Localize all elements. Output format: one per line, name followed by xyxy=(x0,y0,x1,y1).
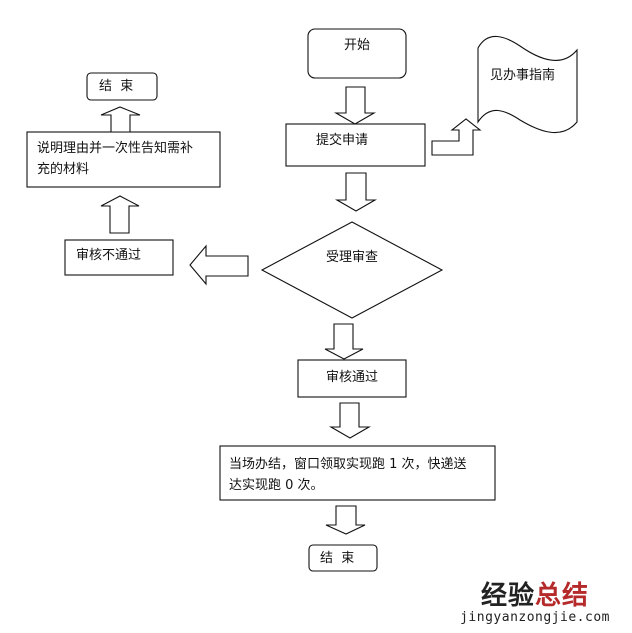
node-approved xyxy=(297,359,407,398)
arrow-review-to-rejected xyxy=(189,244,249,286)
watermark-url: jingyanzongjie.com xyxy=(460,610,610,625)
label-submit: 提交申请 xyxy=(316,133,369,148)
label-review: 受理审查 xyxy=(325,250,378,265)
arrow-submit-to-review xyxy=(334,172,378,212)
arrow-start-to-submit xyxy=(333,86,377,125)
node-end-bottom xyxy=(308,544,378,572)
node-end-left xyxy=(86,72,158,101)
node-review xyxy=(260,221,444,319)
node-done xyxy=(219,445,496,501)
arrow-submit-to-guide xyxy=(431,118,482,156)
arrow-approved-to-done xyxy=(328,402,372,439)
node-explain xyxy=(26,131,221,188)
label-explain: 说明理由并一次性告知需补 充的材料 xyxy=(37,141,194,177)
node-start xyxy=(307,28,407,79)
label-end-left: 结 束 xyxy=(99,79,134,94)
arrow-rejected-to-explain xyxy=(100,195,140,234)
watermark-part2: 总结 xyxy=(535,581,590,611)
watermark-title: 经验总结 xyxy=(460,581,610,611)
label-done: 当场办结，窗口领取实现跑 1 次，快递送 达实现跑 0 次。 xyxy=(229,457,467,493)
label-approved: 审核通过 xyxy=(325,370,378,385)
node-submit xyxy=(285,123,426,167)
arrow-done-to-end-bottom xyxy=(325,505,366,535)
node-rejected xyxy=(64,239,174,276)
label-start: 开始 xyxy=(343,38,370,53)
arrow-explain-to-end-left xyxy=(100,106,141,133)
label-guide: 见办事指南 xyxy=(490,68,556,83)
watermark-part1: 经验 xyxy=(481,581,536,611)
label-rejected: 审核不通过 xyxy=(76,248,142,263)
watermark: 经验总结 jingyanzongjie.com xyxy=(460,581,610,625)
label-end-bottom: 结 束 xyxy=(320,551,355,566)
arrow-review-to-approved xyxy=(324,323,364,360)
node-guide xyxy=(477,35,578,134)
